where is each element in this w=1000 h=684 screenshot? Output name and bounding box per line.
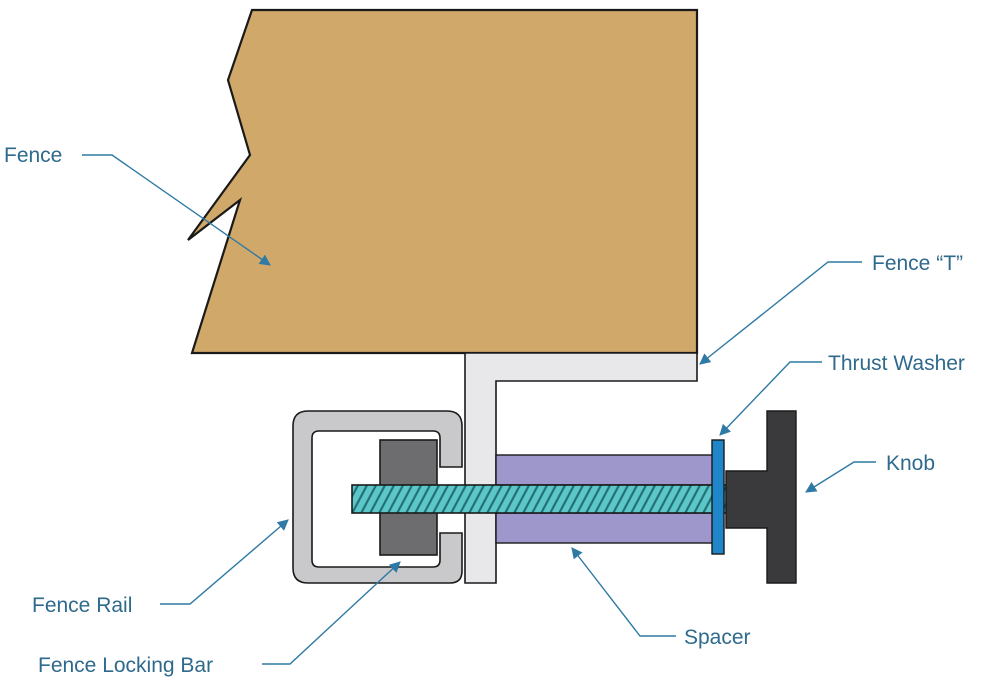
fence-rail-label: Fence Rail [32, 594, 132, 617]
fence-locking-bar-label: Fence Locking Bar [38, 654, 213, 677]
fence-rail-leader [160, 519, 289, 605]
spacer-leader [571, 547, 676, 637]
knob-leader [805, 461, 876, 493]
fence-rail [292, 410, 463, 584]
fence-leader [82, 154, 271, 266]
fence-t [464, 352, 698, 584]
fence-locking-bar-leader [262, 561, 401, 665]
fence-body [187, 8, 699, 355]
thrust-washer-leader [719, 361, 822, 436]
threaded-rod [351, 484, 743, 514]
spacer-bottom [495, 512, 714, 544]
thrust-washer-label: Thrust Washer [828, 352, 965, 375]
fence-label: Fence [4, 144, 62, 167]
fence-t-leader [699, 261, 862, 365]
knob-label: Knob [886, 452, 935, 475]
spacer-top [495, 454, 714, 486]
thrust-washer [711, 439, 725, 555]
knob [725, 410, 797, 584]
fence-t-label: Fence “T” [872, 252, 963, 275]
spacer-label: Spacer [684, 626, 751, 649]
